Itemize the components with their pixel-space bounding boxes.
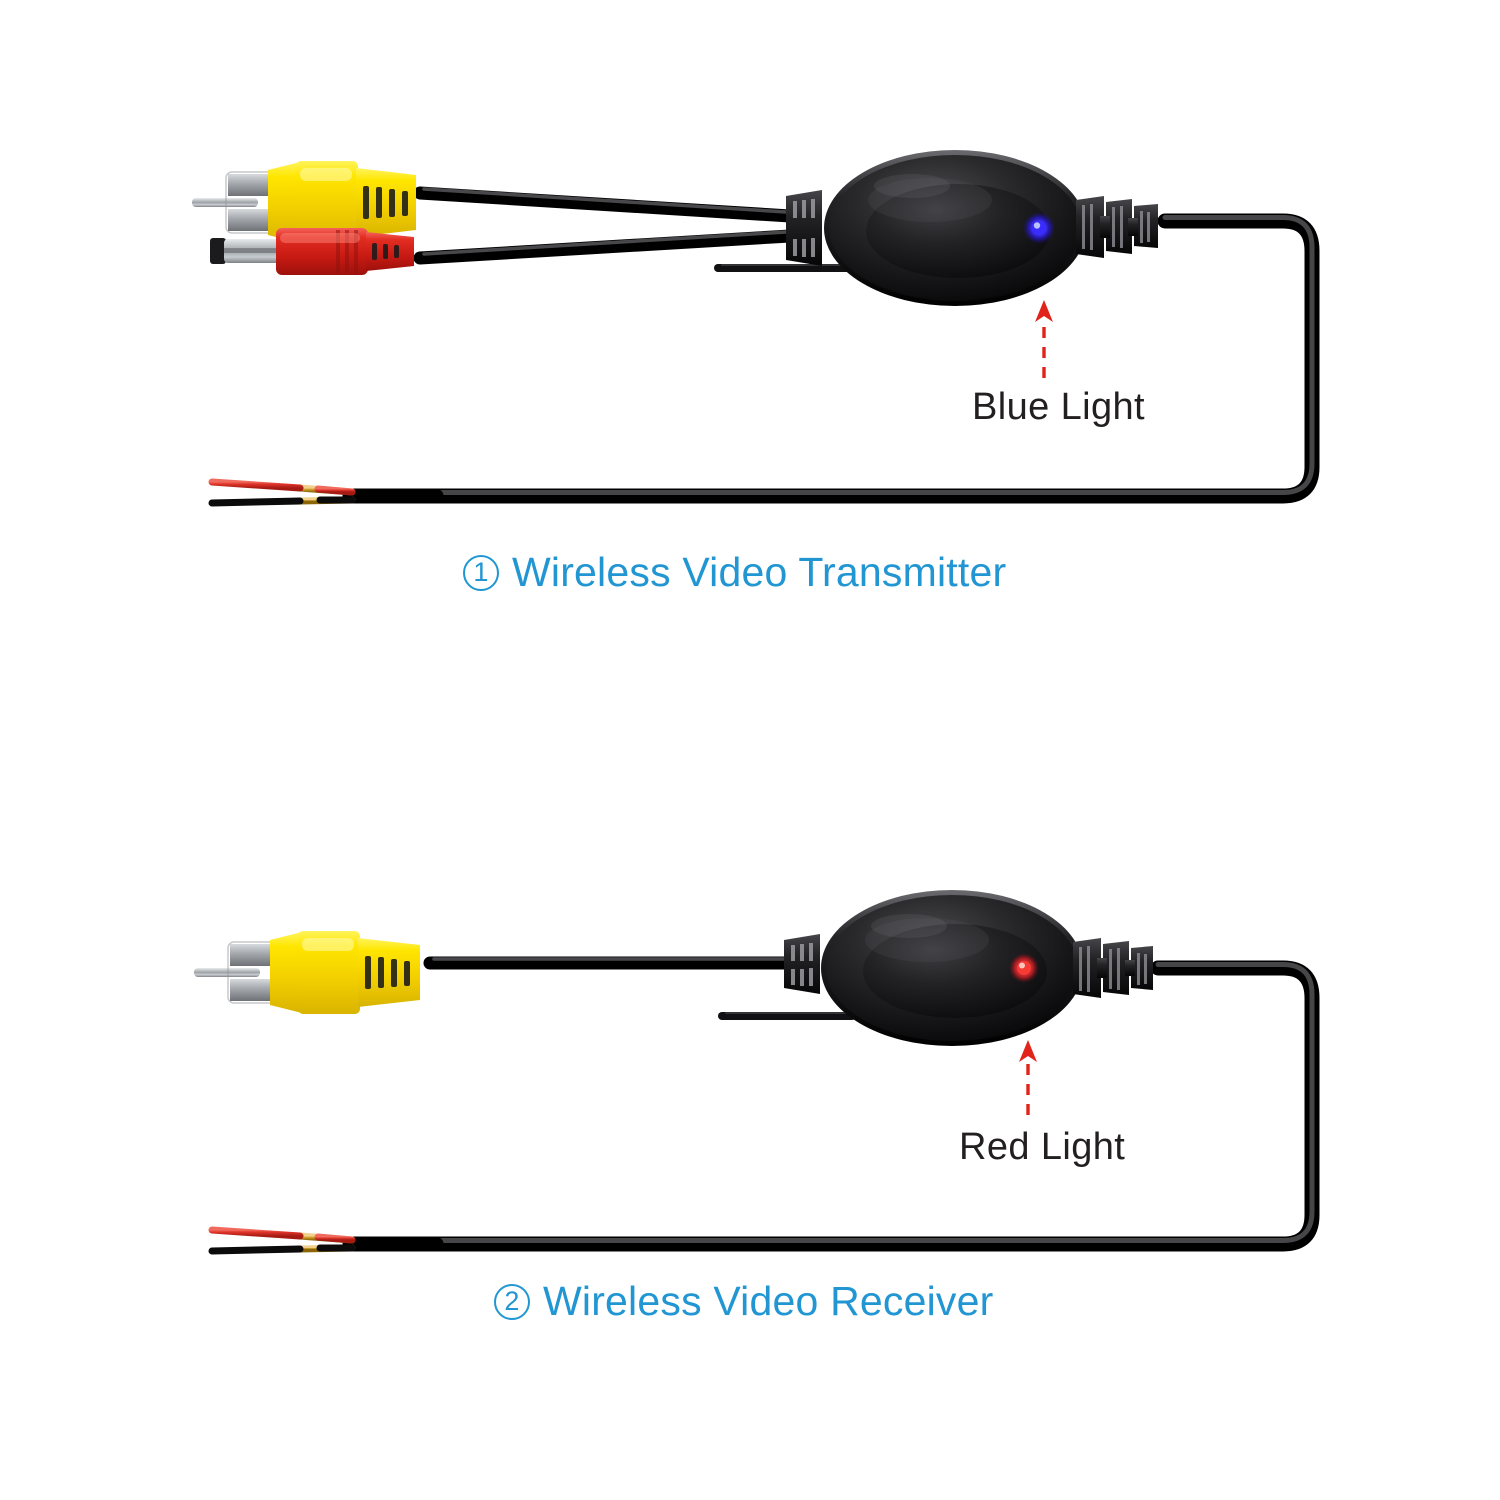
blue-light-label: Blue Light [972, 386, 1146, 428]
receiver-antenna-wire [718, 1012, 856, 1020]
transmitter-module-body [824, 150, 1086, 306]
receiver-step-number: 2 [494, 1283, 530, 1320]
red-light-label: Red Light [959, 1126, 1126, 1168]
receiver-rca-video-plug [194, 931, 420, 1014]
receiver-red-led [1009, 953, 1039, 983]
transmitter-connector-cables [413, 186, 797, 265]
receiver-led-pointer-arrow [1019, 1040, 1037, 1115]
transmitter-assembly [192, 150, 1320, 507]
transmitter-antenna-wire [714, 264, 859, 272]
receiver-caption-text: Wireless Video Receiver [543, 1278, 994, 1324]
receiver-power-pigtail [208, 1226, 444, 1255]
transmitter-power-pigtail [208, 478, 444, 507]
transmitter-dc-power-plug [210, 228, 414, 275]
receiver-caption: 2 Wireless Video Receiver [494, 1281, 993, 1322]
transmitter-caption-text: Wireless Video Transmitter [512, 549, 1007, 595]
transmitter-rca-video-plug [192, 161, 416, 244]
receiver-cable-boot-left [784, 934, 820, 994]
transmitter-power-cable [422, 213, 1320, 504]
receiver-connector-cable [423, 956, 797, 970]
transmitter-led-pointer-arrow [1035, 300, 1053, 378]
receiver-module-body [821, 890, 1083, 1046]
receiver-assembly [194, 890, 1320, 1255]
receiver-power-cable [422, 960, 1320, 1252]
transmitter-cable-boot-left [786, 190, 822, 266]
transmitter-cable-boot-right [1076, 196, 1158, 258]
transmitter-step-number: 1 [463, 554, 499, 591]
transmitter-caption: 1 Wireless Video Transmitter [463, 552, 1006, 593]
transmitter-blue-led [1023, 212, 1055, 244]
receiver-cable-boot-right [1073, 938, 1153, 998]
